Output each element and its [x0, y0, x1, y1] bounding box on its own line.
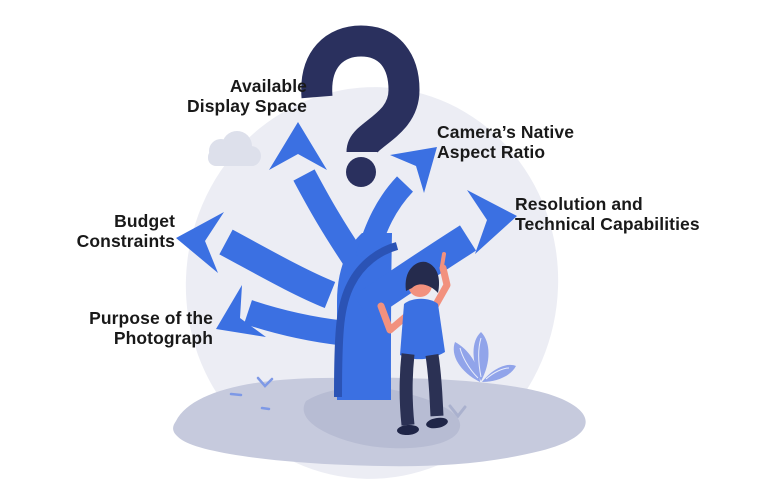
label-line: Camera’s Native [437, 122, 575, 142]
label-line: Constraints [76, 231, 175, 251]
ground-mark-chevron [256, 376, 274, 388]
arrow-tree [176, 122, 517, 400]
person-left-leg [399, 353, 415, 426]
question-mark-icon [301, 25, 420, 187]
left-arrow-stem [219, 229, 336, 308]
ground-shadow [173, 376, 586, 467]
label-line: Resolution and [515, 194, 643, 214]
person-right-leg [425, 354, 444, 417]
person-pointing-finger [440, 252, 446, 268]
cloud-icon [208, 131, 261, 166]
person-right-arm [430, 264, 451, 312]
person-hair [405, 261, 440, 293]
ground-mark-dash [229, 392, 243, 397]
label-resolution-technical-capabilities: Resolution and Technical Capabilities [515, 194, 700, 234]
trunk-stripe [334, 242, 399, 398]
label-line: Available [229, 76, 307, 96]
pointing-person [377, 252, 451, 436]
label-cameras-native-aspect-ratio: Camera’s Native Aspect Ratio [437, 122, 574, 162]
person-right-shoe [426, 417, 448, 429]
person-tank-top [400, 298, 445, 360]
trunk [337, 233, 392, 400]
label-line: Purpose of the [89, 308, 213, 328]
label-purpose-of-the-photograph: Purpose of the Photograph [89, 308, 213, 348]
ground-mark-dash-2 [260, 406, 271, 411]
up-arrow-stem [293, 169, 366, 269]
left-arrow-head [176, 212, 224, 273]
label-line: Display Space [187, 96, 307, 116]
label-available-display-space: Available Display Space [187, 76, 307, 116]
ground-mark-chevron-2 [448, 404, 467, 419]
upper-right-arrow-stem [355, 176, 414, 262]
plant [453, 332, 516, 382]
lower-left-arrow-head [216, 285, 266, 337]
right-arrow-head [467, 190, 517, 254]
up-arrow-head [269, 122, 327, 170]
label-line: Aspect Ratio [437, 142, 546, 162]
lower-left-arrow-stem [244, 300, 344, 346]
label-budget-constraints: Budget Constraints [77, 211, 175, 251]
label-line: Budget [114, 211, 175, 231]
upper-right-arrow-head [390, 147, 437, 193]
label-line: Photograph [113, 328, 213, 348]
person-left-shoe [397, 424, 419, 436]
label-line: Technical Capabilities [515, 214, 700, 234]
trunk-shadow [303, 386, 461, 449]
